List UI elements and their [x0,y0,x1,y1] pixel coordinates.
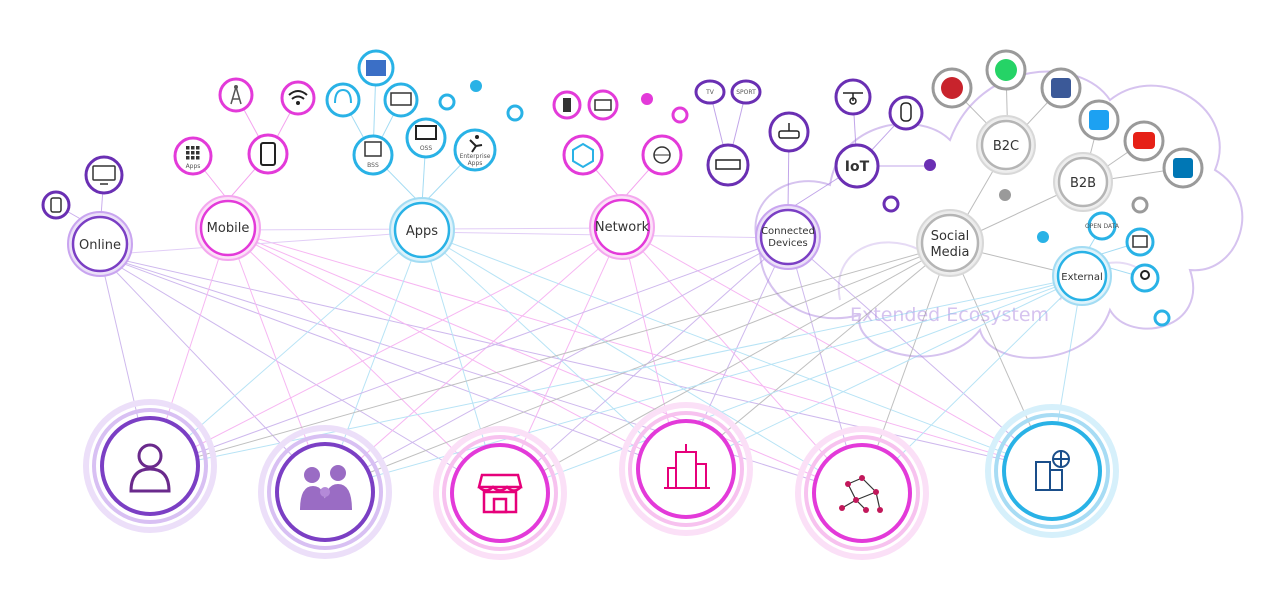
hub-b2b-label: B2B [1070,176,1096,191]
hub-apps[interactable]: Apps [389,197,455,263]
hub-external[interactable]: External [1052,246,1112,306]
global-building-icon [1035,450,1070,491]
twitter-icon [1078,99,1120,141]
whatsapp-icon [985,49,1027,91]
location-pin-icon [1130,263,1160,293]
bss-label: BSS [367,162,379,169]
headset-icon [325,82,361,118]
server-icon [552,90,582,120]
segment-global-business[interactable] [985,404,1119,538]
enterprise-apps-icon: Enterprise Apps [453,128,497,172]
hub-online-label: Online [79,238,121,253]
pinterest-icon [931,67,973,109]
smartphone-icon [247,133,289,175]
globe-network-icon [641,134,683,176]
sport-label: SPORT [736,89,756,96]
remote-control-icon [888,95,924,131]
segment-family[interactable] [258,425,392,559]
hub-connected-devices[interactable]: Connected Devices [755,204,821,270]
storefront-small-icon [357,49,395,87]
hub-online[interactable]: Online [67,211,133,277]
open-data-label: OPEN DATA [1085,223,1120,230]
segment-retail[interactable] [433,426,567,560]
datacenter-icon [587,89,619,121]
oss-label: OSS [420,145,433,152]
iot-icon: IoT [834,143,880,189]
person-icon [129,443,171,493]
apps-grid-label: Apps [186,163,201,170]
hub-connected-label-2: Devices [768,238,807,249]
hub-mobile[interactable]: Mobile [195,195,261,261]
apps-grid-icon: Apps [173,136,213,176]
hub-social-media[interactable]: Social Media [916,209,984,277]
drone-icon [834,78,872,116]
hub-network[interactable]: Network [589,194,655,260]
office-building-icon [664,444,710,489]
iot-label: IoT [845,159,870,175]
tv-label: TV [705,89,715,96]
hub-external-label: External [1061,272,1103,283]
hub-social-label-2: Media [930,245,969,260]
hub-connected-label-1: Connected [761,226,815,237]
storefront-icon [477,473,523,514]
network-graph-icon [839,475,883,513]
facebook-icon [1040,67,1082,109]
hexagon-network-icon [562,134,604,176]
segment-consumer[interactable] [83,399,217,533]
weather-report-icon [1125,227,1155,257]
enterprise-label-2: Apps [468,160,483,167]
bss-icon: BSS [352,134,394,176]
hub-apps-label: Apps [406,224,438,239]
dashboard-icon [383,82,419,118]
hub-mobile-label: Mobile [207,221,250,236]
enterprise-label-1: Enterprise [460,153,491,160]
open-data-icon: OPEN DATA [1085,211,1120,241]
router-icon [768,111,810,153]
segment-enterprise[interactable] [619,402,753,536]
hub-b2c[interactable]: B2C [976,115,1036,175]
set-top-box-icon [706,143,750,187]
decor-dots [438,80,1171,327]
youtube-icon [1123,120,1165,162]
cell-tower-icon [218,77,254,113]
tv-icon: TV [694,79,726,105]
sport-icon: SPORT [730,79,762,105]
oss-icon: OSS [405,117,447,159]
hub-b2b[interactable]: B2B [1053,152,1113,212]
segment-network[interactable] [795,426,929,560]
linkedin-icon [1162,147,1204,189]
tablet-icon [41,190,71,220]
ecosystem-label: Extended Ecosystem [850,304,1049,326]
hub-social-label-1: Social [931,229,970,244]
desktop-monitor-icon [84,155,124,195]
hub-network-label: Network [595,220,650,235]
hub-b2c-label: B2C [993,139,1019,154]
wifi-icon [280,80,316,116]
family-icon [300,465,352,510]
